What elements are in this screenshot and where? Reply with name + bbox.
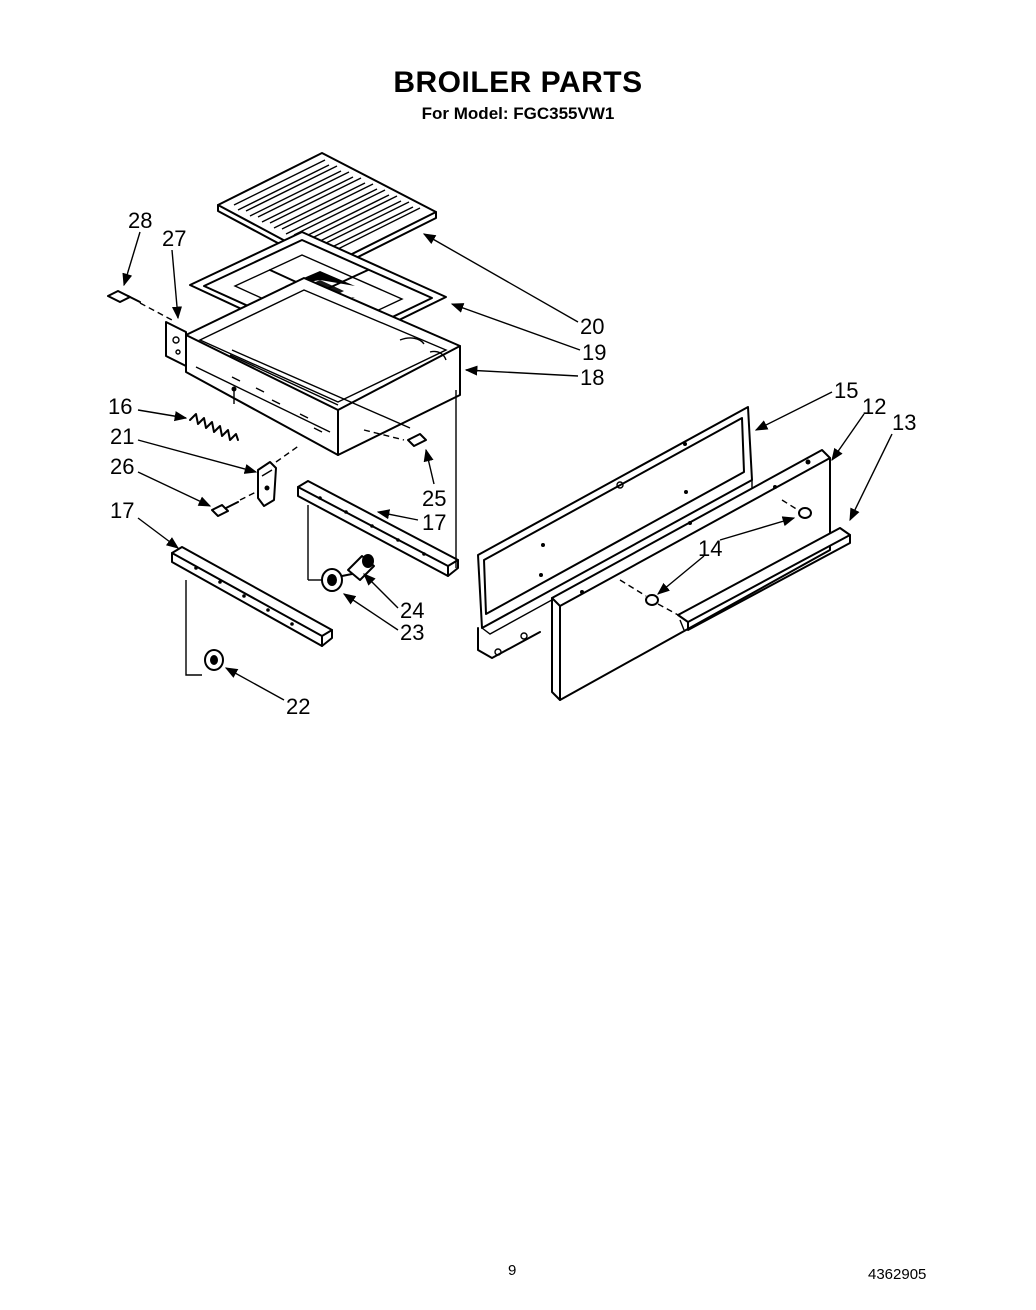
screw-28 [107,290,173,321]
callout-22: 22 [286,694,310,719]
callout-28: 28 [128,208,152,233]
callout-13: 13 [892,410,916,435]
page-title: BROILER PARTS [393,66,643,99]
callout-19: 19 [582,340,606,365]
broiler-drawer-body [185,277,461,456]
callout-15: 15 [834,378,858,403]
callout-21: 21 [110,424,134,449]
clip [363,429,427,447]
roller-axle-24 [341,554,375,581]
roller-22 [204,649,224,671]
drawer-inner-panel [477,406,753,659]
callout-12: 12 [862,394,886,419]
slide-rail-right [297,390,459,580]
spring [189,386,239,441]
callout-14: 14 [698,536,722,561]
model-subtitle: For Model: FGC355VW1 [421,104,615,123]
callout-23: 23 [400,620,424,645]
drawer-front-panel [551,449,831,701]
callout-24: 24 [400,598,424,623]
broiler-grid [217,152,437,272]
document-number: 4362905 [868,1266,927,1283]
side-bracket [165,321,187,367]
drawer-handle [677,527,851,631]
callout-17-right: 17 [422,510,446,535]
screw-26 [211,491,257,517]
callout-26: 26 [110,454,134,479]
handle-clip-lower [619,579,681,617]
callout-leaders [122,231,893,701]
callout-18: 18 [580,365,604,390]
drawer-latch [257,444,301,507]
callout-20: 20 [580,314,604,339]
callout-25: 25 [422,486,446,511]
page-number: 9 [508,1262,517,1279]
callout-labels: 28 27 20 19 18 16 21 26 17 17 25 24 23 2… [108,208,916,719]
handle-clip-upper [781,499,812,519]
callout-27: 27 [162,226,186,251]
callout-17-left: 17 [110,498,134,523]
callout-16: 16 [108,394,132,419]
slide-rail-left [171,546,333,676]
roller-23 [308,568,343,592]
